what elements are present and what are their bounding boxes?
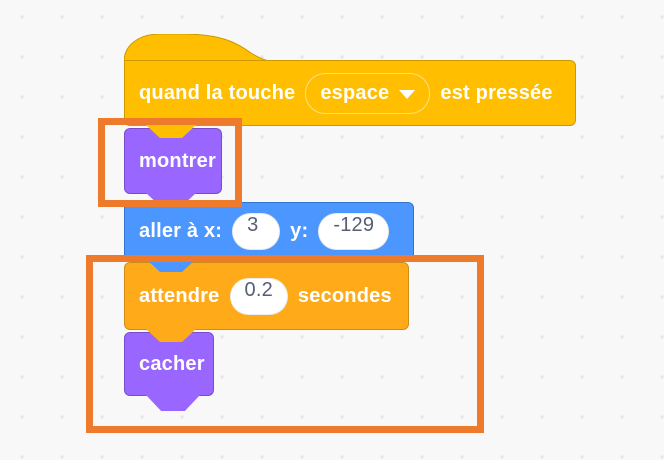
y-value-input[interactable]: -129 [318, 212, 390, 250]
when-key-pressed-label-start: quand la touche [139, 81, 296, 104]
goto-block-bottom-tab [146, 259, 196, 272]
hide-block-label: cacher [139, 352, 205, 375]
x-value-input[interactable]: 3 [232, 212, 281, 250]
goto-xy-block[interactable]: aller à x: 3 y: -129 [124, 202, 414, 260]
wait-duration-input[interactable]: 0.2 [229, 277, 288, 315]
show-block-label: montrer [139, 149, 216, 172]
highlight-rectangle-show-block [98, 118, 242, 207]
hat-block-bottom-tab [146, 125, 196, 138]
key-dropdown-value: espace [320, 81, 390, 104]
key-dropdown[interactable]: espace [305, 72, 431, 114]
hat-block-dome [124, 34, 274, 62]
when-key-pressed-label-end: est pressée [440, 81, 553, 104]
show-block[interactable]: montrer [124, 128, 222, 194]
goto-xy-label-x: aller à x: [139, 219, 223, 242]
wait-block-label-start: attendre [139, 284, 220, 307]
wait-block[interactable]: attendre 0.2 secondes [124, 262, 409, 330]
highlight-rectangle-wait-hide-blocks [86, 255, 484, 433]
wait-block-bottom-tab [146, 329, 196, 342]
when-key-pressed-block[interactable]: quand la touche espace est pressée [124, 60, 576, 126]
wait-block-label-end: secondes [297, 284, 392, 307]
chevron-down-icon [399, 90, 416, 99]
goto-xy-label-y: y: [290, 219, 309, 242]
hide-block-bottom-tab [146, 395, 200, 411]
